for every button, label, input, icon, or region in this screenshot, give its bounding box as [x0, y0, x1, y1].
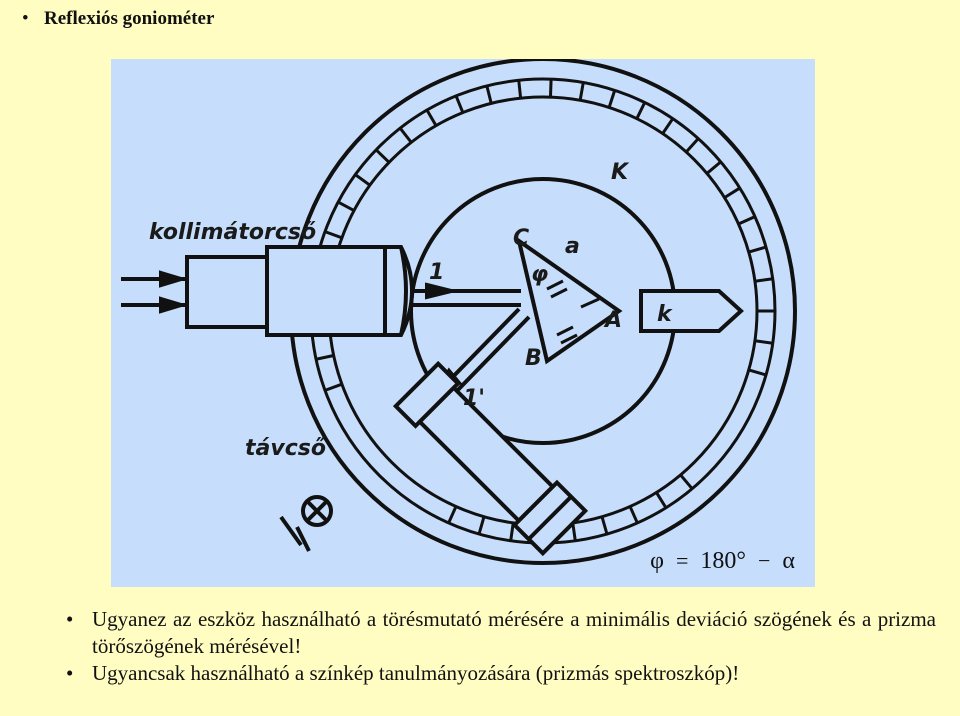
ring-tick — [324, 230, 343, 240]
ring-tick — [748, 368, 767, 377]
pointer-label: k — [657, 302, 673, 327]
ring-tick — [685, 137, 700, 153]
ring-tick — [425, 109, 438, 127]
bullet-icon: • — [22, 8, 29, 29]
ring-tick — [607, 89, 617, 108]
formula-phi: φ — [650, 548, 664, 574]
goniometer-diagram: kollimátorcső távcső K C a φ A B k 1 1' — [121, 59, 797, 565]
ring-tick — [571, 522, 577, 541]
formula-alpha: α — [782, 548, 795, 574]
angle-a-label: a — [565, 234, 580, 259]
ring-tick — [485, 85, 493, 104]
ring-tick — [754, 277, 773, 283]
ring-tick — [324, 382, 343, 392]
ring-tick — [375, 148, 391, 164]
ray-1 — [411, 282, 521, 307]
ring-tick — [600, 516, 609, 535]
ring-tick — [477, 516, 486, 535]
ring-tick — [748, 245, 767, 254]
telescope-label: távcső — [245, 436, 326, 461]
bullet-text-2: Ugyancsak használható a színkép tanulmán… — [92, 661, 740, 685]
ring-tick — [737, 215, 756, 226]
ring-tick — [337, 200, 355, 212]
vertex-c-label: C — [513, 226, 529, 251]
ring-tick — [398, 127, 413, 144]
ring-tick — [548, 79, 553, 98]
title-text: Reflexiós goniométer — [44, 8, 215, 29]
ring-tick — [517, 80, 523, 99]
ring-tick — [679, 473, 694, 490]
ring-tick — [628, 505, 639, 524]
ray-1-prime-label: 1' — [463, 386, 485, 411]
prism — [515, 236, 623, 365]
ring-tick — [655, 491, 668, 509]
formula: φ = 180° − α — [650, 548, 795, 575]
goniometer-figure: kollimátorcső távcső K C a φ A B k 1 1' … — [111, 59, 815, 587]
ring-tick — [354, 173, 371, 187]
phi-label: φ — [531, 262, 548, 287]
slide-title: • Reflexiós goniométer — [22, 8, 214, 30]
list-item: • Ugyancsak használható a színkép tanulm… — [66, 660, 936, 687]
ring-tick — [754, 339, 773, 345]
ring-tick — [705, 160, 722, 175]
bullet-icon: • — [66, 607, 74, 631]
ring-tick — [454, 95, 465, 114]
ring-tick — [723, 186, 741, 199]
bullet-list: • Ugyanez az eszköz használható a törésm… — [66, 606, 936, 687]
ring-tick — [578, 82, 585, 101]
formula-minus: − — [758, 548, 771, 573]
ring-tick — [315, 354, 334, 361]
formula-value: 180° — [700, 548, 746, 574]
bullet-text-1: Ugyanez az eszköz használható a törésmut… — [92, 607, 936, 658]
telescope-tube — [279, 360, 589, 557]
vertex-a-label: A — [603, 308, 622, 333]
collimator-label: kollimátorcső — [149, 220, 316, 245]
ring-tick — [635, 101, 647, 120]
ray-1-label: 1 — [429, 260, 444, 285]
prism-hatching — [546, 279, 600, 345]
ring-tick — [447, 505, 458, 524]
ring-tick — [661, 117, 674, 135]
formula-equals: = — [675, 548, 689, 573]
bullet-icon: • — [66, 661, 74, 685]
vertex-b-label: B — [525, 346, 542, 371]
list-item: • Ugyanez az eszköz használható a törésm… — [66, 606, 936, 660]
circle-label-k: K — [611, 160, 630, 185]
collimator-tube — [121, 245, 414, 337]
pointer-k — [639, 289, 744, 333]
